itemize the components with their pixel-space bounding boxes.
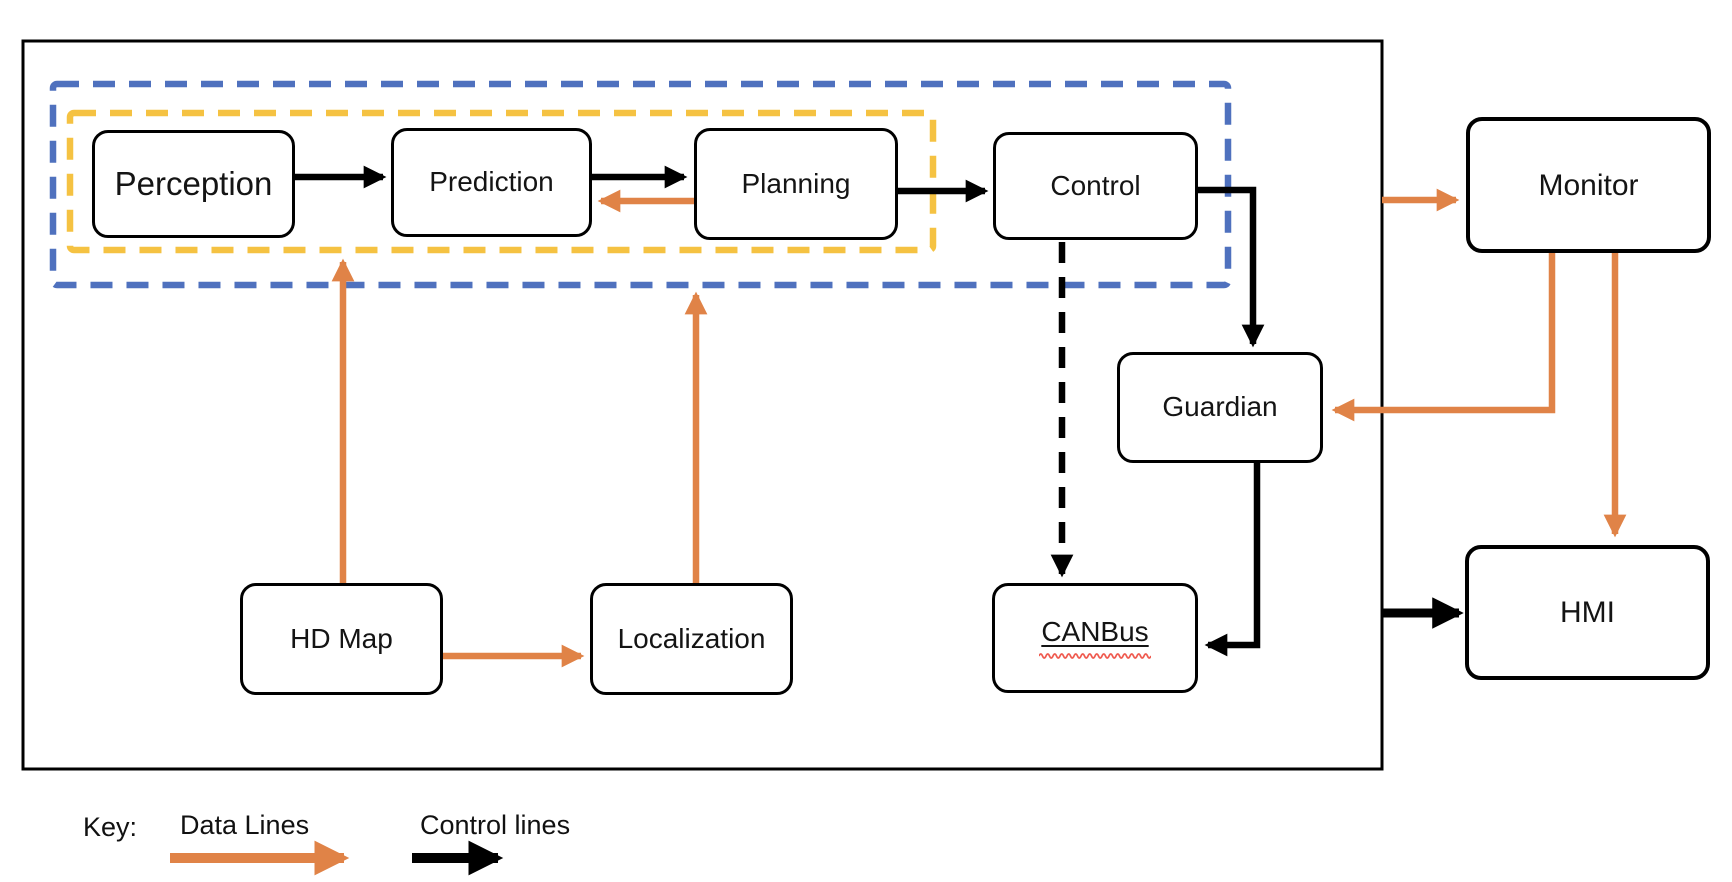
node-hd-map: HD Map [240, 583, 443, 695]
blue-dashed-group [49, 80, 1232, 289]
node-localization: Localization [590, 583, 793, 695]
node-prediction-label: Prediction [429, 166, 554, 198]
node-guardian-label: Guardian [1162, 391, 1278, 423]
node-localization-label: Localization [617, 622, 766, 654]
edge-control-to-guardian [1198, 186, 1265, 348]
node-canbus-label: CANBus [1041, 616, 1149, 648]
node-control: Control [993, 132, 1198, 240]
edge-monitor-to-guardian [1331, 253, 1556, 422]
canbus-spellcheck-squiggle-icon [1039, 653, 1151, 659]
legend-control-lines-label: Control lines [420, 810, 571, 840]
legend-key-label: Key: [83, 812, 138, 842]
node-prediction: Prediction [391, 128, 592, 237]
edge-guardian-to-canbus [1204, 463, 1261, 657]
node-hmi-label: HMI [1560, 596, 1615, 629]
node-control-label: Control [1050, 169, 1141, 201]
node-canbus: CANBus [992, 583, 1198, 693]
node-monitor-label: Monitor [1538, 168, 1639, 202]
node-hmi: HMI [1465, 545, 1710, 680]
node-planning-label: Planning [741, 167, 851, 199]
yellow-dashed-group [66, 109, 937, 254]
legend-data-lines-label: Data Lines [180, 810, 310, 840]
node-guardian: Guardian [1117, 352, 1323, 463]
node-monitor: Monitor [1466, 117, 1711, 253]
node-planning: Planning [694, 128, 898, 240]
node-perception: Perception [92, 130, 295, 238]
node-perception-label: Perception [114, 164, 273, 202]
node-hd-map-label: HD Map [290, 622, 393, 654]
vehicle-system-outer-box [21, 39, 1384, 771]
